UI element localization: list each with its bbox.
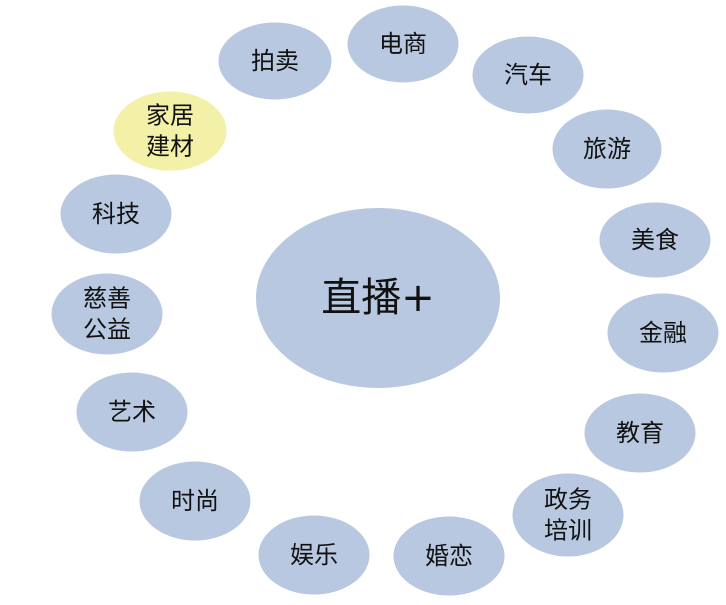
category-bubble-jiaju (112, 90, 228, 172)
category-label-dianshang: 电商 (379, 30, 427, 58)
category-bubble-shishang (138, 460, 252, 542)
category-bubble-qiche (471, 35, 585, 115)
category-label-qiche: 汽车 (504, 61, 552, 89)
category-label-jinrong: 金融 (639, 319, 687, 347)
category-bubble-meishi (598, 201, 712, 279)
category-node-dianshang: 电商 (346, 4, 460, 84)
category-bubble-keji (59, 173, 173, 255)
category-label-zhengwu-line-1: 政务 (544, 486, 592, 514)
category-node-meishi: 美食 (598, 201, 712, 279)
category-node-shishang: 时尚 (138, 460, 252, 542)
category-node-yule: 娱乐 (257, 514, 371, 596)
category-label-lvyou: 旅游 (583, 135, 631, 163)
category-bubble-yule (257, 514, 371, 596)
category-label-zhengwu-line-2: 培训 (544, 517, 592, 545)
category-label-yishu: 艺术 (108, 398, 156, 426)
category-bubble-dianshang (346, 4, 460, 84)
category-bubble-zhengwu (511, 472, 625, 558)
category-node-qiche: 汽车 (471, 35, 585, 115)
category-node-yishu: 艺术 (75, 371, 189, 453)
category-label-cishan-line-1: 慈善 (83, 285, 131, 313)
category-label-paimai: 拍卖 (251, 47, 299, 75)
category-bubble-lvyou (551, 108, 663, 190)
category-bubble-hunlian (392, 515, 506, 597)
category-label-meishi: 美食 (631, 226, 679, 254)
category-bubble-jiaoyu (583, 392, 697, 474)
category-node-lvyou: 旅游 (551, 108, 663, 190)
category-node-paimai: 拍卖 (217, 21, 333, 101)
category-bubble-paimai (217, 21, 333, 101)
category-node-hunlian: 婚恋 (392, 515, 506, 597)
category-node-jiaoyu: 教育 (583, 392, 697, 474)
category-bubble-cishan (50, 272, 164, 356)
category-node-jinrong: 金融 (606, 292, 720, 374)
category-label-jiaju-line-2: 建材 (146, 133, 194, 161)
category-label-jiaju-line-1: 家居 (146, 102, 194, 130)
center-bubble (256, 208, 500, 388)
category-label-yule: 娱乐 (290, 541, 338, 569)
center-node-group: 直播+ (256, 208, 500, 388)
category-label-hunlian: 婚恋 (425, 542, 473, 570)
category-label-keji: 科技 (92, 200, 140, 228)
category-bubble-jinrong (606, 292, 720, 374)
center-label: 直播+ (321, 275, 435, 321)
category-label-cishan-line-2: 公益 (83, 316, 131, 344)
category-label-jiaoyu: 教育 (616, 419, 664, 447)
category-node-keji: 科技 (59, 173, 173, 255)
category-label-shishang: 时尚 (171, 487, 219, 515)
category-bubble-yishu (75, 371, 189, 453)
